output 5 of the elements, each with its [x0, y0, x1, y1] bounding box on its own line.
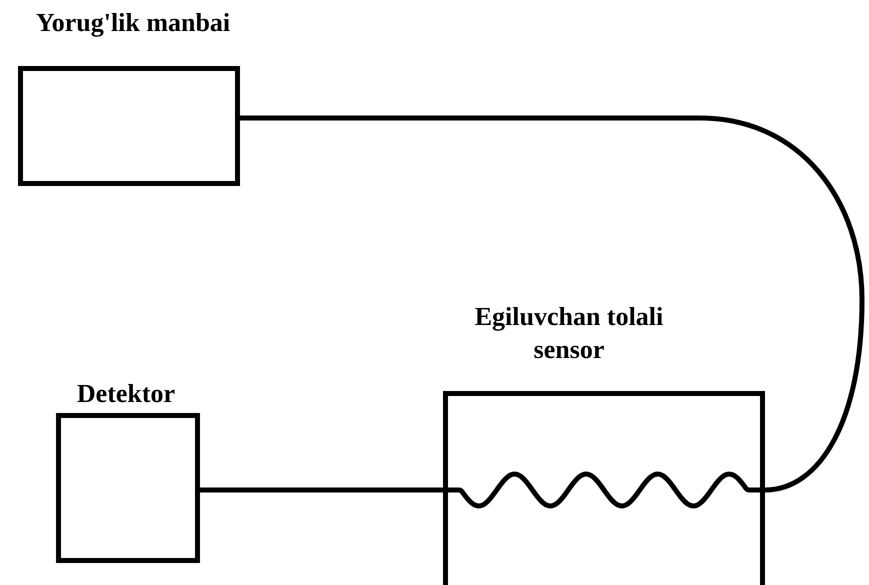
node-heading: Yorug'lik manbai — [34, 7, 232, 39]
fiber-line — [200, 488, 443, 492]
node-heading: Detektor — [76, 378, 176, 410]
node-heading: Egiluvchan tolali sensor — [474, 301, 664, 366]
fiber-line — [240, 116, 864, 492]
